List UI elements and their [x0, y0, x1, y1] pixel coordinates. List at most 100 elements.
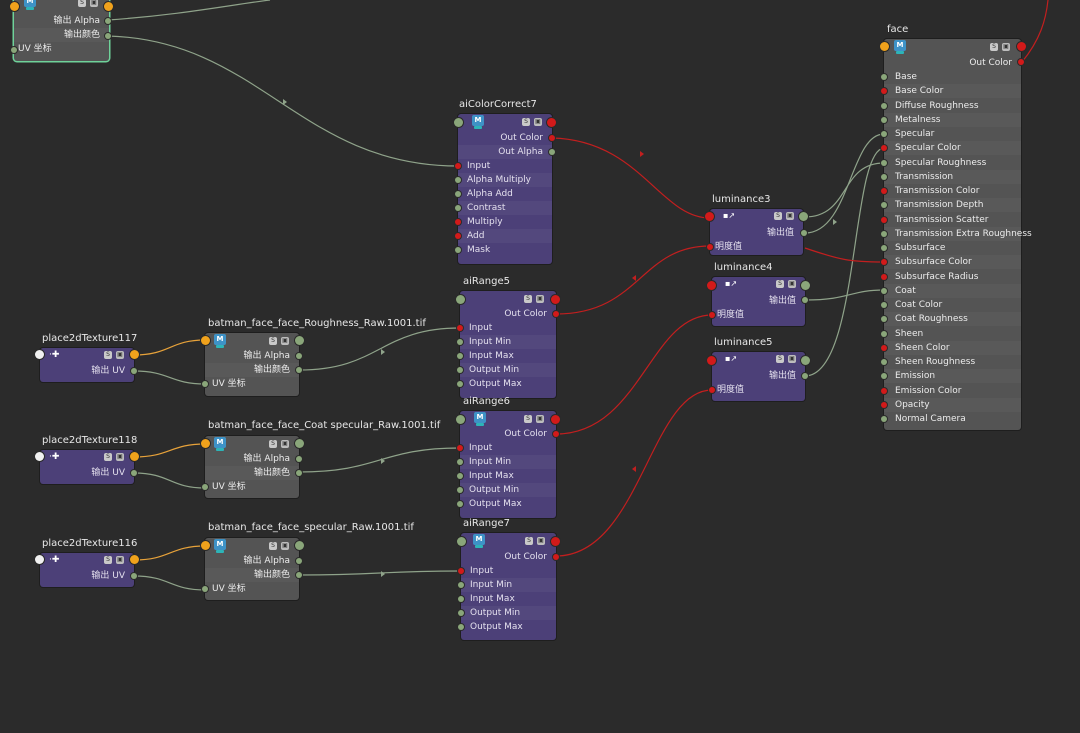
port-output[interactable] — [801, 356, 810, 365]
port-input[interactable] — [457, 325, 463, 331]
port-input[interactable] — [881, 344, 887, 351]
port-input[interactable] — [881, 373, 887, 380]
port-input[interactable] — [881, 387, 887, 394]
port-output[interactable] — [802, 373, 808, 379]
port-input[interactable] — [457, 381, 463, 387]
port-input[interactable] — [707, 244, 713, 250]
node-swatch-icon[interactable]: ▣ — [116, 556, 124, 564]
port-output[interactable] — [553, 431, 559, 437]
port-input[interactable] — [881, 116, 887, 123]
node-settings-icon[interactable]: S — [776, 280, 784, 288]
node-swatch-icon[interactable]: ▣ — [788, 355, 796, 363]
port-input[interactable] — [201, 541, 210, 550]
port-output[interactable] — [296, 558, 302, 564]
range6-node[interactable]: M S ▣ Out Color Input Input Min Input Ma… — [460, 411, 556, 518]
node-settings-icon[interactable]: S — [104, 453, 112, 461]
node-swatch-icon[interactable]: ▣ — [281, 542, 289, 550]
port-output[interactable] — [105, 33, 111, 39]
node-settings-icon[interactable]: S — [774, 212, 782, 220]
port-output[interactable] — [549, 149, 555, 155]
port-input[interactable] — [881, 216, 887, 223]
port-input[interactable] — [456, 295, 465, 304]
node-swatch-icon[interactable]: ▣ — [90, 0, 98, 7]
file-roughness-node[interactable]: M S ▣ 输出 Alpha 输出颜色 UV 坐标 — [205, 333, 299, 396]
place2d-117-node[interactable]: ·✚ S ▣ 输出 UV — [40, 348, 134, 382]
port-input[interactable] — [456, 415, 465, 424]
node-settings-icon[interactable]: S — [990, 43, 998, 51]
port-input[interactable] — [881, 316, 887, 323]
luminance5-node[interactable]: ▪↗ S ▣ 输出值 明度值 — [712, 352, 805, 401]
port-output[interactable] — [295, 541, 304, 550]
port-output[interactable] — [802, 297, 808, 303]
node-swatch-icon[interactable]: ▣ — [536, 295, 544, 303]
port-input[interactable] — [11, 47, 17, 53]
node-swatch-icon[interactable]: ▣ — [534, 118, 542, 126]
port-output[interactable] — [105, 18, 111, 24]
node-swatch-icon[interactable]: ▣ — [116, 351, 124, 359]
file-specular-node[interactable]: M S ▣ 输出 Alpha 输出颜色 UV 坐标 — [205, 538, 299, 600]
port-input[interactable] — [709, 387, 715, 393]
range5-node[interactable]: S ▣ Out Color Input Input Min Input Max … — [460, 291, 556, 398]
node-settings-icon[interactable]: S — [269, 337, 277, 345]
port-input[interactable] — [881, 259, 887, 266]
place2d-118-node[interactable]: ·✚ S ▣ 输出 UV — [40, 450, 134, 484]
node-swatch-icon[interactable]: ▣ — [786, 212, 794, 220]
port-output[interactable] — [551, 415, 560, 424]
port-input[interactable] — [202, 381, 208, 387]
port-input[interactable] — [201, 336, 210, 345]
port-input[interactable] — [881, 202, 887, 209]
port-output[interactable] — [799, 212, 808, 221]
node-settings-icon[interactable]: S — [269, 440, 277, 448]
port-output[interactable] — [295, 336, 304, 345]
port-input[interactable] — [455, 247, 461, 253]
port-output[interactable] — [130, 452, 139, 461]
port-output[interactable] — [295, 439, 304, 448]
node-swatch-icon[interactable]: ▣ — [116, 453, 124, 461]
node-settings-icon[interactable]: S — [524, 295, 532, 303]
luminance3-node[interactable]: ▪↗ S ▣ 输出值 明度值 — [710, 209, 803, 255]
port-output[interactable] — [551, 295, 560, 304]
colorcorrect-node[interactable]: M S ▣ Out Color Out Alpha Input Alpha Mu… — [458, 114, 552, 264]
node-settings-icon[interactable]: S — [78, 0, 86, 7]
port-output[interactable] — [131, 573, 137, 579]
port-input[interactable] — [35, 350, 44, 359]
port-input[interactable] — [881, 74, 887, 80]
port-output[interactable] — [1018, 59, 1024, 65]
port-output[interactable] — [551, 537, 560, 546]
node-swatch-icon[interactable]: ▣ — [537, 537, 545, 545]
port-input[interactable] — [881, 359, 887, 365]
port-input[interactable] — [881, 330, 887, 337]
port-output[interactable] — [131, 470, 137, 476]
port-input[interactable] — [455, 205, 461, 211]
port-input[interactable] — [35, 555, 44, 564]
port-input[interactable] — [10, 2, 19, 11]
port-input[interactable] — [881, 159, 887, 166]
port-input[interactable] — [202, 484, 208, 490]
port-input[interactable] — [202, 586, 208, 592]
node-settings-icon[interactable]: S — [776, 355, 784, 363]
port-output[interactable] — [131, 368, 137, 374]
port-input[interactable] — [455, 191, 461, 197]
port-input[interactable] — [455, 163, 461, 169]
port-input[interactable] — [881, 287, 887, 294]
port-input[interactable] — [880, 42, 889, 51]
port-output[interactable] — [553, 554, 559, 560]
port-input[interactable] — [457, 473, 463, 479]
luminance4-node[interactable]: ▪↗ S ▣ 输出值 明度值 — [712, 277, 805, 326]
port-output[interactable] — [130, 350, 139, 359]
port-input[interactable] — [457, 487, 463, 493]
file-coatspec-node[interactable]: M S ▣ 输出 Alpha 输出颜色 UV 坐标 — [205, 436, 299, 498]
port-output[interactable] — [1017, 42, 1026, 51]
node-settings-icon[interactable]: S — [522, 118, 530, 126]
port-output[interactable] — [553, 311, 559, 317]
port-input[interactable] — [455, 177, 461, 183]
port-output[interactable] — [549, 135, 555, 141]
port-input[interactable] — [457, 367, 463, 373]
port-input[interactable] — [201, 439, 210, 448]
port-output[interactable] — [104, 2, 113, 11]
node-swatch-icon[interactable]: ▣ — [281, 440, 289, 448]
port-input[interactable] — [707, 356, 716, 365]
port-input[interactable] — [709, 312, 715, 318]
port-input[interactable] — [457, 353, 463, 359]
